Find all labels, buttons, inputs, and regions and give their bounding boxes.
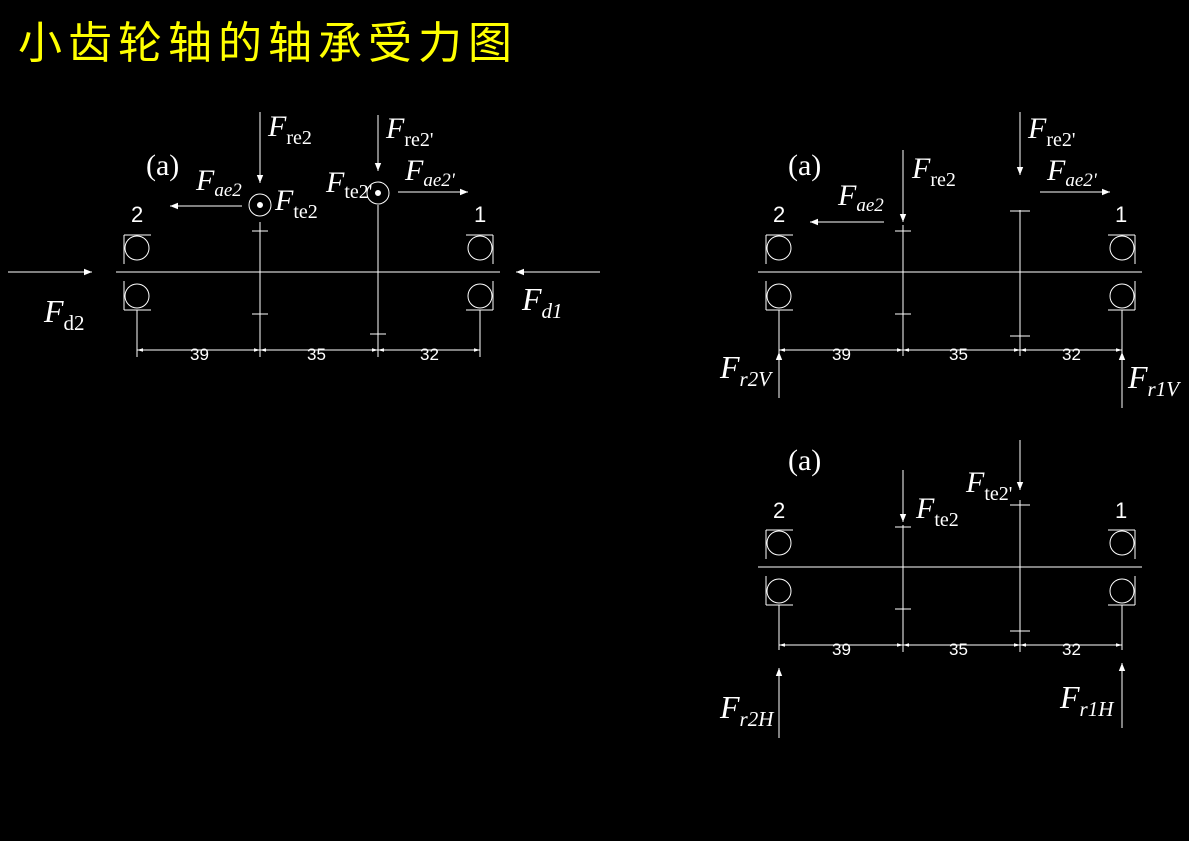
force-label-fre2p: Fre2' [1027,112,1075,151]
panel-tag: (a) [146,149,179,182]
panel-main-labels: (a) 2 1 Fre2 Fre2' Fae2 Fae2' Fte2 Fte2'… [43,110,563,364]
bearing-number-right: 1 [474,202,486,227]
bearing-number-right: 1 [1115,498,1127,523]
bearing-number-left: 2 [131,202,143,227]
gear-2 [895,525,911,652]
gear-2prime [366,181,390,357]
force-label-fr1v: Fr1V [1127,359,1181,401]
bearing-number-left: 2 [773,498,785,523]
dimension-value: 32 [1062,640,1081,659]
force-label-fr2v: Fr2V [719,349,773,391]
force-label-fte2: Fte2 [274,184,318,223]
bearing-1 [1108,529,1136,650]
force-label-fd1: Fd1 [521,281,563,323]
dimension-value: 39 [190,345,209,364]
dimension-value: 35 [949,345,968,364]
panel-horizontal-labels: (a) 2 1 Fte2 Fte2' Fr2H Fr1H 39 35 32 [719,444,1127,731]
force-label-fae2: Fae2 [195,164,242,201]
dimension-value: 35 [949,640,968,659]
page-title: 小齿轮轴的轴承受力图 [18,18,518,69]
force-label-fr1h: Fr1H [1059,679,1115,721]
force-label-fae2: Fae2 [837,179,884,216]
bearing-number-right: 1 [1115,202,1127,227]
bearing-2 [123,234,151,357]
gear-2 [895,225,911,356]
dimension-value: 39 [832,640,851,659]
force-label-fte2p: Fte2' [965,466,1012,505]
force-label-fre2: Fre2 [911,152,956,191]
force-label-fte2: Fte2 [915,492,959,531]
gear-2prime [1010,500,1030,652]
bearing-1 [466,234,494,357]
gear-2prime [1010,210,1030,356]
dimension-value: 39 [832,345,851,364]
force-label-fre2p: Fre2' [385,112,433,151]
panel-vertical [758,112,1142,408]
panel-horizontal [758,440,1142,738]
panel-tag: (a) [788,444,821,477]
panel-tag: (a) [788,149,821,182]
bearing-2 [765,529,793,650]
force-label-fre2: Fre2 [267,110,312,149]
force-label-fd2: Fd2 [43,293,85,335]
force-label-fae2p: Fae2' [404,154,456,191]
force-label-fae2p: Fae2' [1046,154,1098,191]
gear-2 [248,193,272,357]
dot-symbol-icon [248,193,272,217]
force-label-fte2p: Fte2' [325,166,372,203]
force-label-fr2h: Fr2H [719,689,775,731]
panel-main [8,112,600,357]
dimension-value: 32 [1062,345,1081,364]
bearing-number-left: 2 [773,202,785,227]
dimension-value: 32 [420,345,439,364]
dot-symbol-icon [366,181,390,205]
panel-vertical-labels: (a) 2 1 Fre2 Fre2' Fae2 Fae2' Fr2V Fr1V … [719,112,1181,401]
dimension-value: 35 [307,345,326,364]
